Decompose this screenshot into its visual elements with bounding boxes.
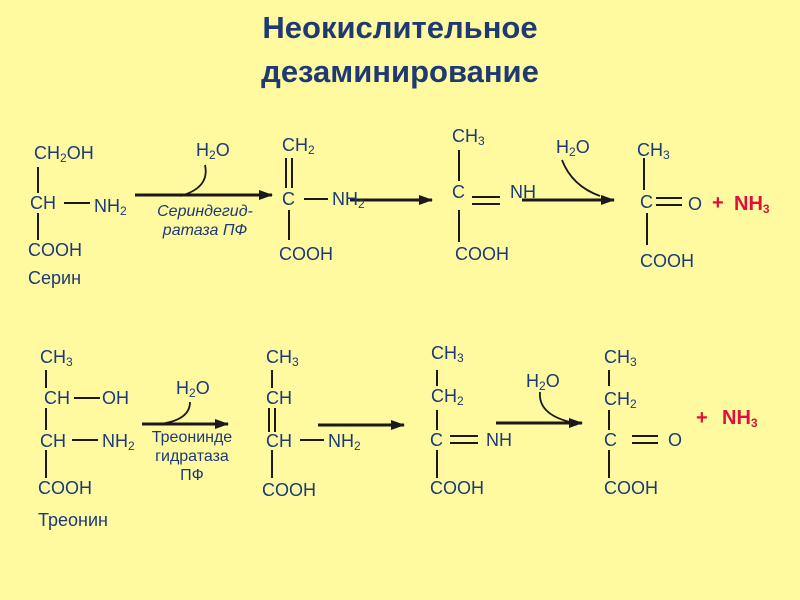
tp2-ch3: CH3 — [431, 343, 464, 365]
thr-ch3: CH3 — [40, 347, 73, 369]
thr-water-curve-2 — [539, 391, 571, 423]
tp1-ch3: CH3 — [266, 347, 299, 369]
thr-oh: OH — [102, 388, 129, 408]
p2-cooh: COOH — [455, 244, 509, 264]
thr-nh2: NH2 — [102, 431, 135, 453]
serine-water-curve-1 — [179, 164, 207, 197]
p2-c: C — [452, 182, 465, 202]
title-line-1: Неокислительное — [262, 10, 538, 45]
tp3-ch3: CH3 — [604, 347, 637, 369]
thr-enzyme-line-2: гидратаза — [155, 448, 229, 465]
serine-nh3: NH3 — [734, 193, 770, 216]
p1-nh2: NH2 — [332, 189, 365, 211]
thr-ch-2: CH — [40, 431, 66, 451]
p3-c: C — [640, 192, 653, 212]
thr-water-1: H2O — [176, 378, 210, 400]
p1-ch2: CH2 — [282, 135, 315, 157]
tp2-cooh: COOH — [430, 478, 484, 498]
serine-nh2: NH2 — [94, 196, 127, 218]
p2-ch3: CH3 — [452, 126, 485, 148]
serine-water-1: H2O — [196, 140, 230, 162]
thr-name: Треонин — [38, 510, 108, 530]
serine-enzyme-line-1: Сериндегид- — [157, 203, 253, 220]
tp3-c: C — [604, 430, 617, 450]
thr-nh3: NH3 — [722, 407, 758, 430]
title-line-2: дезаминирование — [261, 54, 539, 89]
tp2-c: C — [430, 430, 443, 450]
tp1-cooh: COOH — [262, 480, 316, 500]
tp1-ch-b: CH — [266, 431, 292, 451]
serine-ch2oh: CH2OH — [34, 143, 94, 165]
p3-ch3: CH3 — [637, 140, 670, 162]
tp1-nh2: NH2 — [328, 431, 361, 453]
tp1-ch-a: CH — [266, 388, 292, 408]
serine-water-curve-2 — [561, 159, 601, 197]
p2-nh: NH — [510, 182, 536, 202]
tp2-ch2: CH2 — [431, 386, 464, 408]
thr-plus: + — [696, 407, 708, 429]
thr-enzyme-line-1: Треонинде — [151, 429, 233, 446]
tp3-o: O — [668, 430, 683, 450]
tp2-nh: NH — [486, 430, 512, 450]
serine-name: Серин — [28, 268, 82, 288]
p3-o: O — [688, 194, 703, 214]
serine-water-2: H2O — [556, 137, 590, 159]
tp3-cooh: COOH — [604, 478, 658, 498]
serine-cooh: COOH — [28, 240, 82, 260]
p1-cooh: COOH — [279, 244, 333, 264]
serine-enzyme-line-2: ратаза ПФ — [162, 222, 248, 239]
thr-ch-1: CH — [44, 388, 70, 408]
thr-water-2: H2O — [526, 371, 560, 393]
thr-water-curve-1 — [159, 401, 191, 425]
p3-cooh: COOH — [640, 251, 694, 271]
serine-plus: + — [712, 192, 724, 214]
thr-cooh: COOH — [38, 478, 92, 498]
p1-c: C — [282, 189, 295, 209]
serine-ch: CH — [30, 193, 56, 213]
thr-enzyme-line-3: ПФ — [180, 467, 204, 484]
tp3-ch2: CH2 — [604, 389, 637, 411]
